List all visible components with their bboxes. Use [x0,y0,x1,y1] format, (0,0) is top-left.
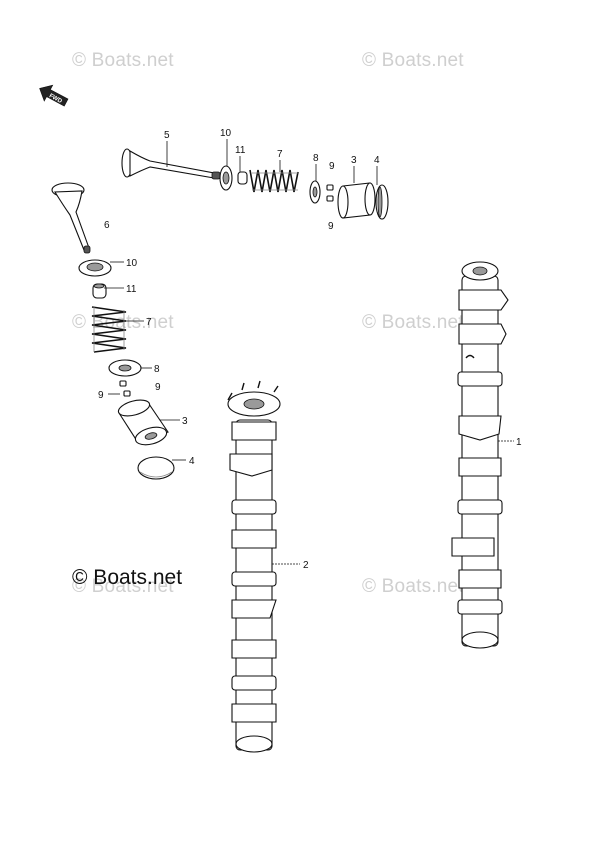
top-valve-assembly [121,148,389,220]
watermark: © Boats.net [362,50,464,71]
callout-8: 8 [154,364,160,375]
fwd-arrow-icon: FWD [39,84,69,107]
watermark: © Boats.net [362,576,464,597]
lifter-part-3 [117,399,169,446]
callout-2: 2 [303,560,309,571]
callout-3: 3 [182,416,188,427]
keeper-parts-9 [119,380,131,397]
leader-lines [104,139,514,565]
callout-9: 9 [155,382,161,393]
watermark: © Boats.net [72,50,174,71]
lifter-part-3 [337,182,376,219]
spring-seat-part-8 [108,359,142,377]
retainer-part-10 [219,165,233,191]
callout-11: 11 [235,145,246,156]
callout-6: 6 [104,220,110,231]
valve-part-5 [121,148,221,180]
callout-labels: 5 10 11 7 8 9 9 3 4 6 10 11 7 8 9 9 3 4 … [98,128,522,571]
spring-seat-part-8 [309,180,321,204]
callout-11: 11 [126,284,137,295]
callout-10: 10 [220,128,232,139]
shim-part-4 [137,456,175,480]
callout-5: 5 [164,130,170,141]
callout-3: 3 [351,155,357,166]
spring-part-7 [249,169,299,193]
seal-part-11 [237,171,248,185]
callout-9: 9 [328,221,334,232]
watermark: © Boats.net [362,312,464,333]
callout-8: 8 [313,153,319,164]
spring-part-7 [91,306,127,353]
camshaft-part-2 [227,380,281,753]
callout-7: 7 [146,317,152,328]
shim-part-4 [375,184,389,220]
callout-1: 1 [516,437,522,448]
left-valve-assembly [51,182,175,480]
callout-10: 10 [126,258,138,269]
valve-part-6 [51,182,91,254]
callout-4: 4 [374,155,380,166]
callout-9: 9 [329,161,335,172]
copyright-notice: © Boats.net [72,566,183,589]
callout-4: 4 [189,456,195,467]
retainer-part-10 [78,259,112,277]
keeper-parts-9 [326,184,334,202]
seal-part-11 [92,283,107,299]
callout-7: 7 [277,149,283,160]
watermark: © Boats.net [72,576,174,597]
camshaft-part-1 [451,261,509,649]
callout-9: 9 [98,390,104,401]
